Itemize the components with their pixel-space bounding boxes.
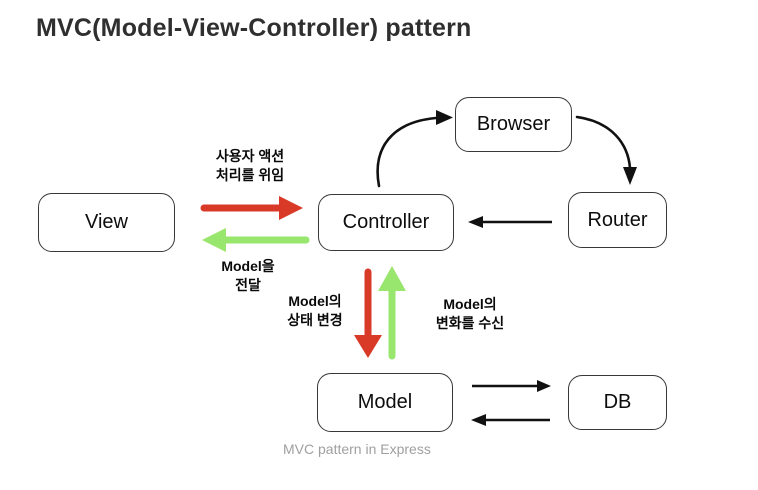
model-to-controller-green-arrow <box>378 266 406 360</box>
browser-to-router-arrow <box>575 115 637 185</box>
model-node-label: Model <box>357 391 413 413</box>
page-title: MVC(Model-View-Controller) pattern <box>36 14 472 42</box>
controller-to-browser-arrow <box>376 110 453 188</box>
view-node-label: View <box>85 211 128 233</box>
browser-node: Browser <box>455 97 572 152</box>
model-to-db-arrowhead <box>537 380 551 392</box>
db-to-model-arrowhead <box>471 414 486 426</box>
browser-node-label: Browser <box>476 113 551 135</box>
controller-to-view-green-arrow <box>202 228 310 252</box>
controller-to-model-red-arrow <box>354 268 382 358</box>
controller-to-view-green-arrowhead <box>202 228 226 252</box>
controller-to-model-red-arrowhead <box>354 335 382 358</box>
diagram-caption: MVC pattern in Express <box>283 441 431 457</box>
model-to-controller-green-arrowhead <box>378 266 406 291</box>
receive-model-changes-label: Model의 변화를 수신 <box>435 296 505 332</box>
model-to-db-arrow <box>472 380 551 392</box>
view-node: View <box>38 193 175 252</box>
controller-node: Controller <box>318 194 454 251</box>
browser-to-router-arrowhead <box>623 167 637 185</box>
model-node: Model <box>317 373 453 432</box>
controller-to-browser-arrowhead <box>436 110 453 125</box>
db-node: DB <box>568 375 667 430</box>
delegate-user-action-label: 사용자 액션 처리를 위임 <box>215 148 285 184</box>
router-to-controller-arrow <box>468 216 552 228</box>
view-to-controller-red-arrow <box>200 196 303 220</box>
db-node-label: DB <box>603 391 632 413</box>
controller-to-browser-curve <box>376 116 438 188</box>
deliver-model-label: Model을 전달 <box>221 258 275 294</box>
router-to-controller-arrowhead <box>468 216 483 228</box>
change-model-state-label: Model의 상태 변경 <box>287 293 343 329</box>
browser-to-router-curve <box>575 115 632 170</box>
db-to-model-arrow <box>471 414 550 426</box>
router-node: Router <box>568 192 667 248</box>
view-to-controller-red-arrowhead <box>279 196 303 220</box>
router-node-label: Router <box>587 208 648 231</box>
controller-node-label: Controller <box>342 211 430 233</box>
